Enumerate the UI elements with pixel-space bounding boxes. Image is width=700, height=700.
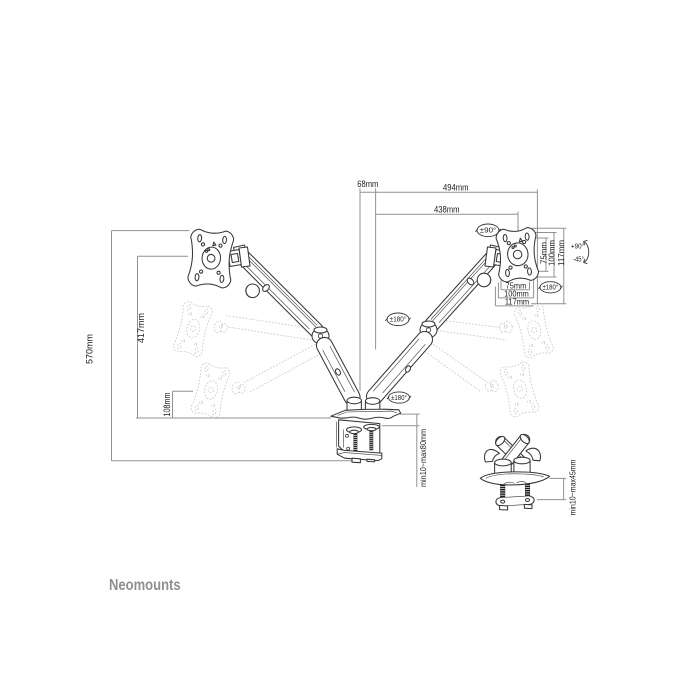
badge-base-180-label: ±180° — [391, 393, 407, 402]
tilt-range-arrow — [583, 239, 590, 265]
rotation-arrow-ticks — [538, 285, 563, 290]
ghost-right-positions — [424, 302, 554, 418]
vesa-keyhole-slot — [204, 365, 209, 373]
vesa-keyhole-slot — [524, 232, 530, 241]
base-clamp — [330, 408, 402, 464]
vesa-keyhole-slot — [222, 235, 228, 245]
vesa-keyhole-slot — [186, 304, 191, 311]
right-arm — [364, 227, 540, 412]
dim-label-vesa-h-75: 75mm — [538, 242, 548, 264]
vesa-keyhole-slot — [505, 268, 510, 278]
brand-logo: Neomounts — [109, 577, 181, 594]
grommet-mount-detail — [479, 433, 551, 511]
badge-head-180-label: ±180° — [543, 283, 559, 292]
rotation-arrow-ticks — [475, 228, 501, 233]
hub-index-mark — [518, 237, 523, 243]
vesa-keyhole-slot — [521, 364, 526, 372]
threaded-bolt — [353, 431, 358, 453]
rotation-arrow-ticks — [385, 317, 411, 322]
vesa-keyhole-slot — [527, 267, 532, 276]
badge-head-180: ±180° — [538, 281, 563, 294]
vesa-keyhole-slot — [197, 234, 203, 243]
vesa-keyhole-slot — [527, 348, 532, 356]
badge-swivel-90: ±90° — [475, 223, 501, 238]
badge-elbow-180-label: ±180° — [390, 315, 407, 324]
dim-label-vesa-w-117: 117mm — [505, 297, 529, 307]
dim-label-438mm: 438mm — [434, 204, 460, 214]
dim-label-vesa-h-117: 117mm — [556, 240, 566, 266]
dim-label-vesa-w-100: 100mm — [504, 289, 529, 299]
right-vesa-plate — [495, 227, 540, 283]
ghost-left-positions — [172, 301, 322, 419]
vesa-keyhole-slot — [531, 403, 536, 410]
vesa-keyhole-slot — [194, 404, 199, 411]
vesa-keyhole-slot — [219, 274, 225, 284]
dim-label-494mm: 494mm — [443, 182, 469, 192]
dim-label-vesa-h-100: 100mm — [547, 240, 557, 266]
dimension-labels: 68mm 494mm 438mm 570mm 417mm 108mm min10~max80… — [85, 179, 585, 516]
badge-base-180: ±180° — [386, 391, 412, 404]
tilt-up-label: +90° — [571, 241, 584, 250]
badge-swivel-90-label: ±90° — [480, 226, 497, 235]
rotation-arrow-ticks — [386, 395, 412, 400]
vesa-keyhole-slot — [545, 344, 550, 351]
dim-label-570mm: 570mm — [85, 334, 95, 364]
left-vesa-plate — [187, 228, 235, 289]
vesa-keyhole-slot — [194, 273, 200, 282]
vesa-keyhole-slot — [222, 370, 227, 377]
threaded-bolt — [369, 429, 374, 451]
vesa-keyhole-slot — [518, 310, 523, 317]
vesa-keyhole-slot — [212, 408, 217, 416]
dim-label-108mm: 108mm — [162, 392, 172, 416]
vesa-keyhole-slot — [204, 308, 209, 316]
vesa-keyhole-slot — [177, 342, 182, 350]
dim-label-68mm: 68mm — [357, 179, 378, 189]
dim-label-417mm: 417mm — [136, 313, 146, 343]
tilt-down-label: -45° — [573, 254, 584, 263]
dim-label-vesa-w-75: 75mm — [506, 280, 527, 290]
dim-label-clamp-range: min10~max80mm — [418, 429, 428, 487]
vesa-keyhole-slot — [535, 305, 540, 313]
vesa-keyhole-slot — [194, 347, 199, 354]
hub-index-mark — [212, 241, 217, 247]
left-arm-linkage — [226, 244, 362, 412]
threaded-bolt — [525, 483, 530, 499]
dim-label-grommet-range: min10~max45mm — [568, 459, 578, 515]
badge-elbow-180: ±180° — [385, 312, 411, 327]
left-arm — [187, 228, 362, 412]
dimension-lines — [111, 188, 567, 501]
vesa-keyhole-slot — [502, 233, 508, 243]
ghost-arm-positions — [172, 301, 554, 419]
vesa-keyhole-slot — [513, 407, 518, 415]
vesa-keyhole-slot — [503, 369, 508, 376]
threaded-bolt — [500, 484, 506, 500]
